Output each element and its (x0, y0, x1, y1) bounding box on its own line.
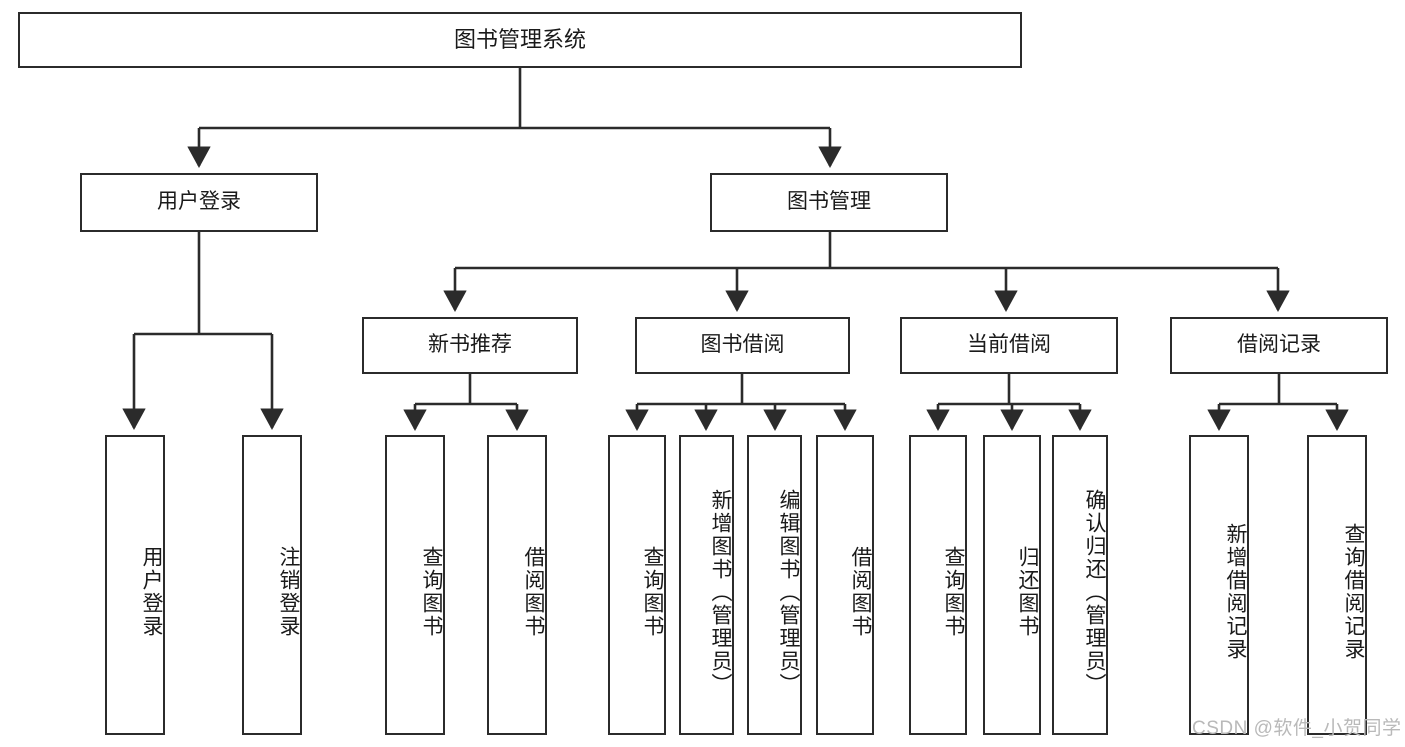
node-root[interactable]: 图书管理系统 (18, 12, 1022, 68)
node-user-login-label: 用户登录 (157, 190, 241, 214)
node-new-book-rec-label: 新书推荐 (428, 333, 512, 357)
node-leaf-user-logout[interactable]: 注销登录 (242, 435, 302, 735)
node-book-manage[interactable]: 图书管理 (710, 173, 948, 232)
node-leaf-query-book-cur-label: 查询图书 (942, 546, 965, 638)
node-leaf-query-book-rec-label: 查询图书 (420, 546, 443, 638)
node-leaf-query-record[interactable]: 查询借阅记录 (1307, 435, 1367, 735)
node-leaf-edit-book-label: 编辑图书（管理员） (777, 488, 800, 696)
node-current-borrow-label: 当前借阅 (967, 333, 1051, 357)
node-user-login[interactable]: 用户登录 (80, 173, 318, 232)
node-new-book-rec[interactable]: 新书推荐 (362, 317, 578, 374)
node-book-borrow-label: 图书借阅 (700, 333, 785, 357)
node-leaf-edit-book[interactable]: 编辑图书（管理员） (747, 435, 802, 735)
node-leaf-query-book-borrow[interactable]: 查询图书 (608, 435, 666, 735)
node-current-borrow[interactable]: 当前借阅 (900, 317, 1118, 374)
node-leaf-user-login-label: 用户登录 (140, 546, 163, 638)
node-leaf-query-book-cur[interactable]: 查询图书 (909, 435, 967, 735)
node-book-manage-label: 图书管理 (787, 190, 871, 214)
node-leaf-borrow-book-rec-label: 借阅图书 (522, 546, 545, 638)
watermark: CSDN @软件_小贺同学 (1192, 718, 1402, 739)
node-leaf-return-book-label: 归还图书 (1016, 546, 1039, 638)
node-leaf-return-book[interactable]: 归还图书 (983, 435, 1041, 735)
node-leaf-borrow-book-rec[interactable]: 借阅图书 (487, 435, 547, 735)
node-leaf-query-record-label: 查询借阅记录 (1342, 523, 1365, 661)
node-leaf-borrow-book-label: 借阅图书 (849, 546, 872, 638)
node-leaf-query-book-rec[interactable]: 查询图书 (385, 435, 445, 735)
node-leaf-query-book-borrow-label: 查询图书 (641, 546, 664, 638)
node-leaf-add-book[interactable]: 新增图书（管理员） (679, 435, 734, 735)
node-leaf-confirm-return-label: 确认归还（管理员） (1083, 488, 1106, 696)
node-leaf-add-record[interactable]: 新增借阅记录 (1189, 435, 1249, 735)
node-book-borrow[interactable]: 图书借阅 (635, 317, 850, 374)
node-leaf-confirm-return[interactable]: 确认归还（管理员） (1052, 435, 1108, 735)
node-borrow-record-label: 借阅记录 (1237, 333, 1321, 357)
node-leaf-user-login[interactable]: 用户登录 (105, 435, 165, 735)
node-leaf-borrow-book[interactable]: 借阅图书 (816, 435, 874, 735)
node-borrow-record[interactable]: 借阅记录 (1170, 317, 1388, 374)
node-leaf-add-book-label: 新增图书（管理员） (709, 488, 732, 696)
node-leaf-add-record-label: 新增借阅记录 (1224, 523, 1247, 661)
node-leaf-user-logout-label: 注销登录 (277, 546, 300, 638)
node-root-label: 图书管理系统 (453, 27, 586, 53)
